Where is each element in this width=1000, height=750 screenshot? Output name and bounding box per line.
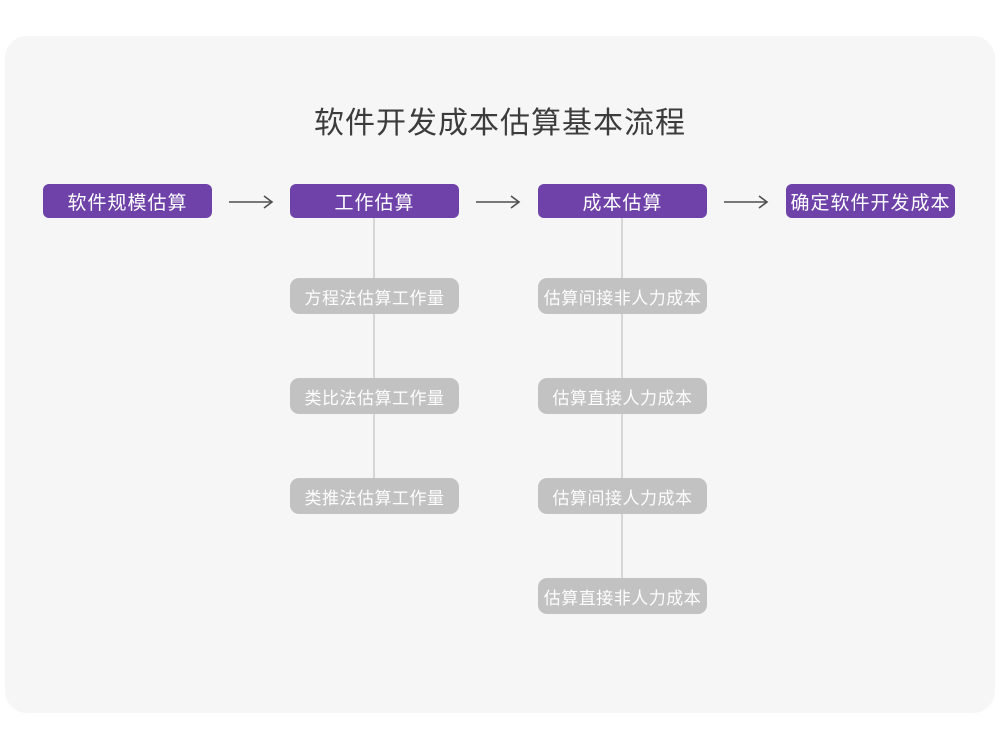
diagram-card — [5, 36, 995, 713]
flow-node-cost-estimation: 成本估算 — [538, 184, 707, 218]
sub-node-direct-labor-cost: 估算直接人力成本 — [538, 378, 707, 414]
sub-node-indirect-labor-cost: 估算间接人力成本 — [538, 478, 707, 514]
sub-node-analogy-method: 类比法估算工作量 — [290, 378, 459, 414]
right-arrow-icon — [228, 194, 274, 210]
sub-node-extrapolation-method: 类推法估算工作量 — [290, 478, 459, 514]
flow-node-scale-estimation: 软件规模估算 — [43, 184, 212, 218]
flow-node-work-estimation: 工作估算 — [290, 184, 459, 218]
diagram-title: 软件开发成本估算基本流程 — [314, 107, 686, 140]
connector-line-work — [373, 218, 375, 497]
sub-node-indirect-nonlabor-cost: 估算间接非人力成本 — [538, 278, 707, 314]
right-arrow-icon — [723, 194, 769, 210]
right-arrow-icon — [475, 194, 521, 210]
sub-node-direct-nonlabor-cost: 估算直接非人力成本 — [538, 578, 707, 614]
flow-node-final-cost: 确定软件开发成本 — [786, 184, 955, 218]
sub-node-equation-method: 方程法估算工作量 — [290, 278, 459, 314]
